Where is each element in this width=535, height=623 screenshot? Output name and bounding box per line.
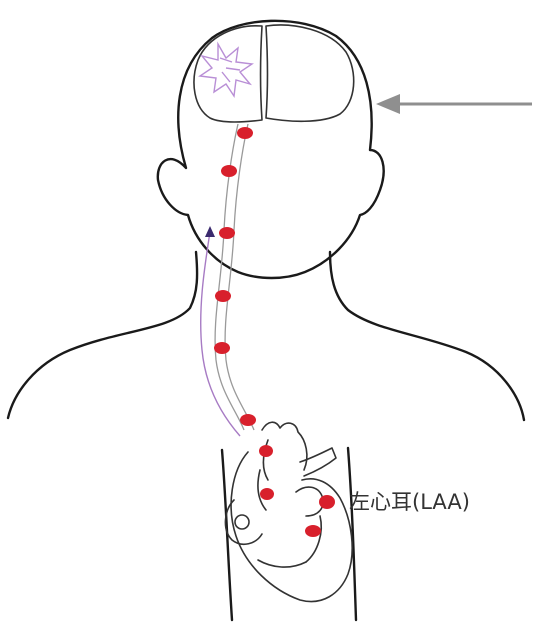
clot <box>215 290 231 302</box>
clot <box>221 165 237 177</box>
torso-outline-left <box>222 450 232 620</box>
clots <box>214 127 335 537</box>
clot <box>240 414 256 426</box>
heart-illustration <box>225 422 352 601</box>
clot <box>305 525 321 537</box>
neck-shoulders-outline-right <box>330 252 524 420</box>
laa-label: 左心耳(LAA) <box>349 490 470 514</box>
clot <box>260 488 274 500</box>
clot <box>259 445 273 457</box>
stroke-burst-icon <box>200 44 252 96</box>
pointer-arrow <box>376 94 532 114</box>
clot <box>319 495 335 509</box>
clot <box>214 342 230 354</box>
clot <box>237 127 253 139</box>
direction-arrowhead-icon <box>205 226 215 237</box>
neck-shoulders-outline <box>8 252 197 418</box>
clot <box>219 227 235 239</box>
